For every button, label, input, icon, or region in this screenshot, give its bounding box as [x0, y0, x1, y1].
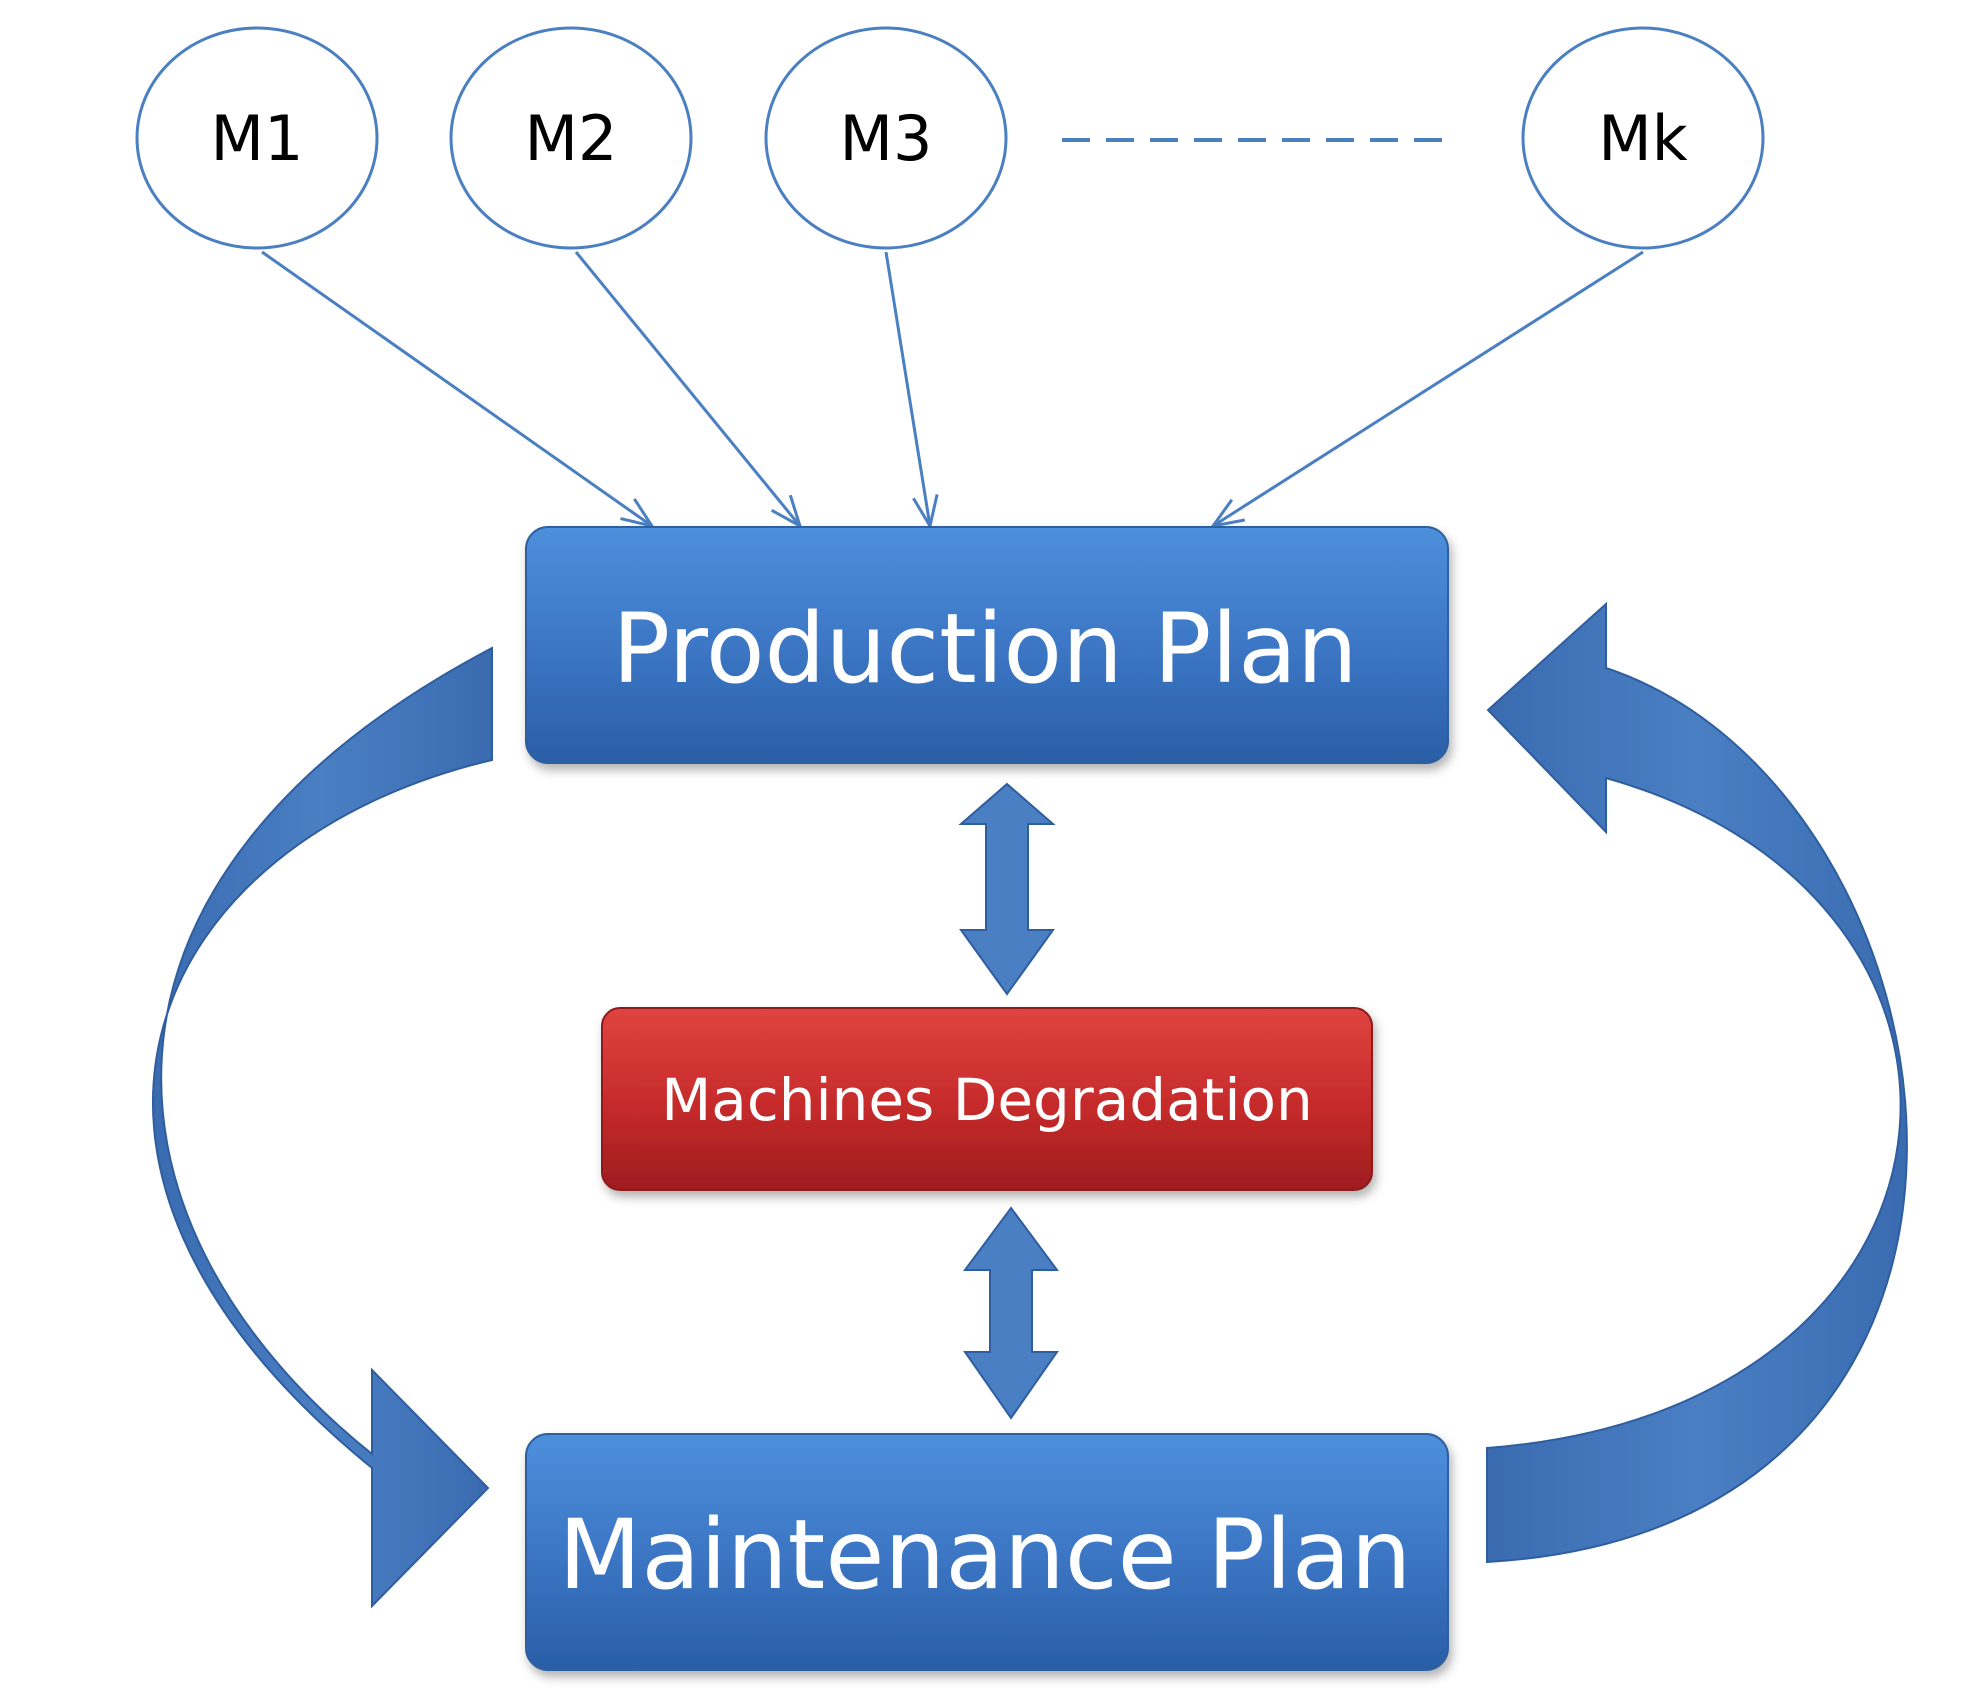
machine-label: M3 [840, 102, 933, 175]
machines-degradation-label: Machines Degradation [661, 1066, 1312, 1134]
production-plan-box [525, 526, 1449, 764]
machines-degradation-box [601, 1007, 1373, 1191]
connector-m2 [574, 251, 800, 526]
connector-mk [1213, 250, 1644, 526]
curved-arrow-right [1486, 601, 1908, 1564]
machine-circle [449, 26, 693, 250]
machines-degradation-node [601, 1007, 1373, 1191]
double-arrow-bottom [963, 1206, 1059, 1420]
machine-node-m3: M3 [764, 26, 1008, 250]
machine-circle [764, 26, 1008, 250]
connector-m3 [884, 251, 930, 526]
machine-node-m2: M2 [449, 26, 693, 250]
machine-circle [1521, 26, 1765, 250]
production-plan-node [525, 526, 1449, 764]
machine-circle [135, 26, 379, 250]
maintenance-plan-box [525, 1433, 1449, 1671]
machine-label: M1 [211, 102, 304, 175]
maintenance-plan-node [525, 1433, 1449, 1671]
double-arrow-top [958, 782, 1056, 996]
machine-node-mk: Mk [1521, 26, 1765, 250]
machine-label: M2 [525, 102, 618, 175]
curved-arrow-left [152, 646, 493, 1609]
maintenance-plan-label: Maintenance Plan [559, 1499, 1412, 1611]
production-plan-label: Production Plan [612, 593, 1358, 705]
machine-label: Mk [1598, 102, 1687, 175]
machine-node-m1: M1 [135, 26, 379, 250]
connector-m1 [261, 250, 652, 526]
